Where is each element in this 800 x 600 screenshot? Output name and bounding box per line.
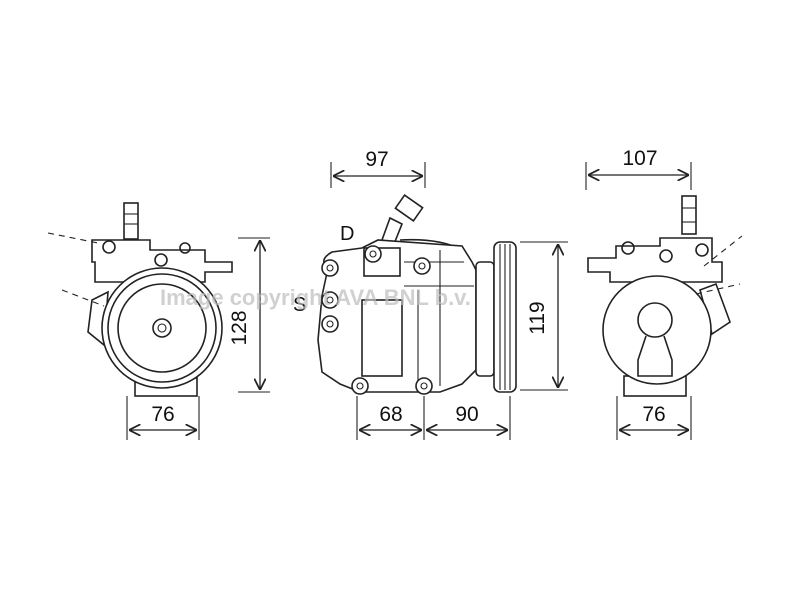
center-bottom-right-label: 90 bbox=[455, 403, 478, 426]
center-bottom-dimension: 68 90 bbox=[356, 396, 511, 440]
clutch-pulley bbox=[101, 267, 223, 389]
left-width-dimension: 76 bbox=[126, 396, 200, 440]
center-bottom-left-label: 68 bbox=[379, 403, 402, 426]
rear-fitting bbox=[681, 195, 697, 235]
fitting bbox=[123, 202, 139, 240]
right-top-label: 107 bbox=[622, 147, 657, 170]
left-width-label: 76 bbox=[151, 403, 174, 426]
right-view bbox=[587, 195, 743, 397]
discharge-label: D bbox=[340, 223, 354, 245]
center-view bbox=[317, 194, 517, 395]
center-height-label: 119 bbox=[526, 301, 549, 334]
right-top-dimension: 107 bbox=[585, 147, 692, 190]
discharge-fitting bbox=[394, 194, 424, 222]
suction-label: S bbox=[293, 294, 306, 316]
center-height-dimension: 119 bbox=[520, 241, 568, 391]
left-height-label: 128 bbox=[228, 310, 251, 345]
left-height-dimension: 128 bbox=[228, 237, 270, 393]
left-view bbox=[47, 202, 233, 397]
mounting-bracket bbox=[91, 239, 233, 283]
watermark: Image copyright AVA BNL b.v. bbox=[160, 285, 471, 310]
center-top-dimension: 97 bbox=[330, 148, 426, 188]
center-top-label: 97 bbox=[365, 148, 388, 171]
right-width-label: 76 bbox=[642, 403, 665, 426]
compressor-body bbox=[317, 239, 477, 393]
right-width-dimension: 76 bbox=[616, 396, 692, 440]
